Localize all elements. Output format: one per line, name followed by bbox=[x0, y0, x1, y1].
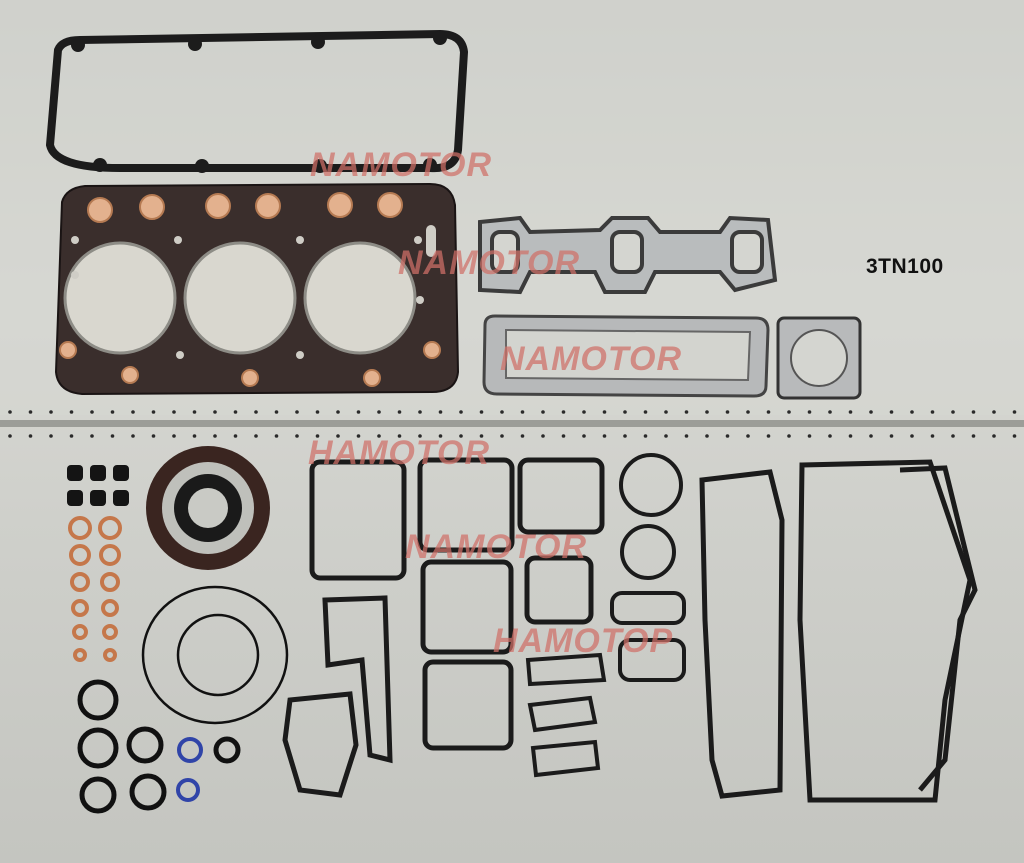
watermark-1: NAMOTOR bbox=[310, 146, 493, 184]
cylinder-head-gasket bbox=[54, 182, 460, 396]
small-gaskets bbox=[525, 591, 686, 778]
large-o-rings bbox=[141, 585, 289, 725]
square-gaskets bbox=[282, 457, 605, 798]
oil-pan-gaskets bbox=[699, 459, 978, 803]
flange-gasket bbox=[776, 316, 862, 400]
watermark-5: NAMOTOR bbox=[405, 528, 588, 566]
crankshaft-seals bbox=[146, 446, 270, 570]
copper-washers bbox=[68, 516, 122, 662]
model-label: 3TN100 bbox=[866, 255, 944, 278]
watermark-3: NAMOTOR bbox=[500, 340, 683, 378]
hole-row-lower bbox=[0, 432, 1024, 440]
valve-cover-gasket bbox=[46, 30, 468, 173]
intake-gasket bbox=[482, 314, 770, 398]
small-o-rings bbox=[77, 679, 241, 814]
manifold-gasket bbox=[478, 215, 778, 295]
watermark-2: NAMOTOR bbox=[398, 244, 581, 282]
valve-stem-seals bbox=[67, 465, 129, 506]
board-seam bbox=[0, 420, 1024, 427]
watermark-6: HAMOTOP bbox=[493, 622, 674, 660]
watermark-4: HAMOTOR bbox=[308, 434, 491, 472]
blue-o-rings bbox=[176, 737, 203, 802]
round-gaskets bbox=[619, 453, 683, 580]
hole-row-upper bbox=[0, 406, 1024, 414]
